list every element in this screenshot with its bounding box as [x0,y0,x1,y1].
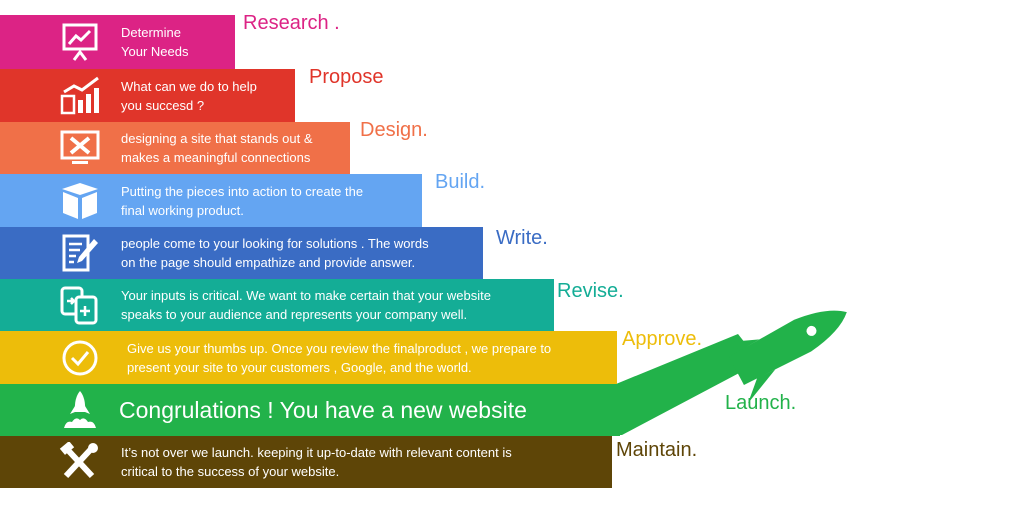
step-approve-bar: Give us your thumbs up. Once you review … [0,331,617,384]
rocket-icon [716,310,847,404]
step-launch-title: Launch. [725,392,797,414]
step-research-title: Research . [243,12,340,34]
step-write-title: Write. [496,227,548,249]
tools-icon [59,442,98,479]
launch-trail [600,334,760,435]
step-approve-desc: Give us your thumbs up. Once you review … [127,340,552,375]
step-build-desc: Putting the pieces into action to create… [121,183,364,218]
step-revise-bar: Your inputs is critical. We want to make… [0,279,554,331]
step-revise-title: Revise. [557,280,624,302]
step-write-bar: people come to your looking for solution… [0,227,483,279]
growth-chart-icon [60,76,99,114]
step-write-desc: people come to your looking for solution… [121,236,429,270]
step-approve-title: Approve. [622,328,703,350]
step-build-title: Build. [435,171,486,193]
monitor-design-icon [60,130,100,164]
step-design-desc: designing a site that stands out &makes … [121,131,313,165]
step-launch-desc: Congrulations ! You have a new website [119,397,527,423]
step-design-bar: designing a site that stands out &makes … [0,122,350,174]
step-revise-desc: Your inputs is critical. We want to make… [121,288,491,322]
presentation-chart-icon [62,23,98,61]
step-maintain-desc: It’s not over we launch. keeping it up-t… [121,445,512,479]
document-pencil-icon [62,234,98,272]
step-launch-bar: Congrulations ! You have a new website [0,384,620,436]
check-circle-icon [62,340,98,375]
rocket-icon [64,391,96,428]
step-propose-title: Propose [309,66,384,88]
step-maintain-bar: It’s not over we launch. keeping it up-t… [0,436,612,488]
step-maintain-title: Maintain. [616,439,698,461]
step-build-bar: Putting the pieces into action to create… [0,174,422,227]
documents-revise-icon [60,286,98,325]
step-design-title: Design. [360,119,428,141]
box-icon [62,182,98,219]
